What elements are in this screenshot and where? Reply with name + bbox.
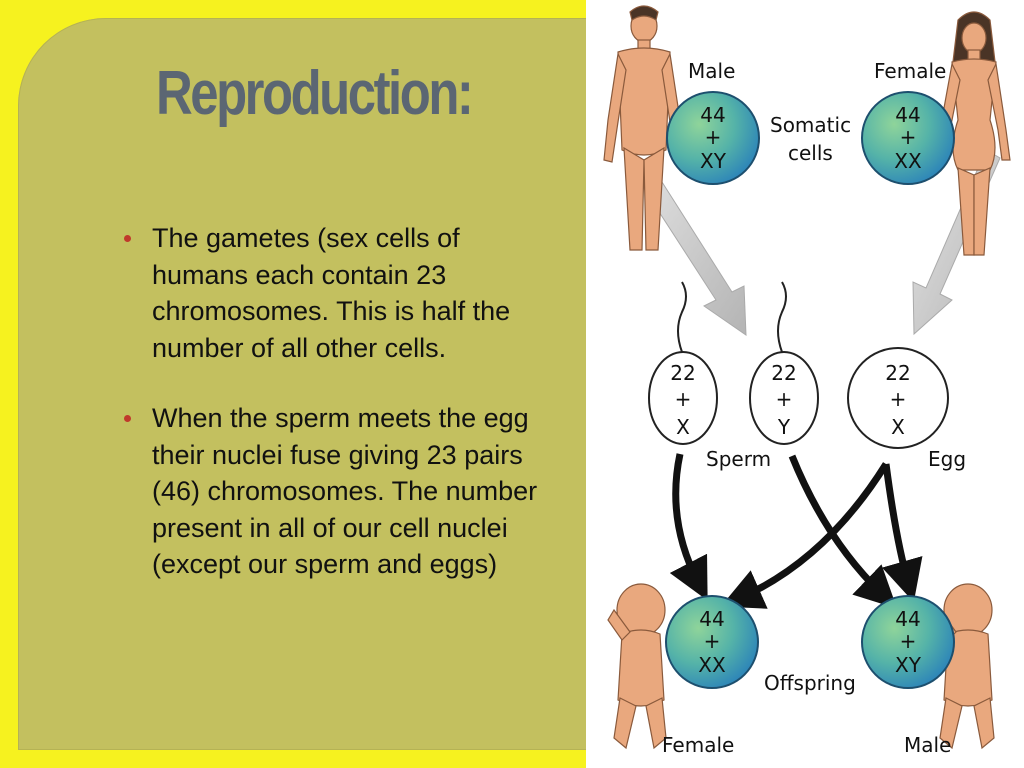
black-arrow-egg-female (720, 462, 889, 609)
cell-text: + (705, 125, 722, 149)
cell-text: XX (894, 149, 922, 173)
sperm-y-cell: 22 + Y (749, 351, 819, 445)
male-somatic-cell: 44 + XY (666, 91, 760, 185)
somatic-label-line2: cells (788, 141, 833, 165)
female-somatic-cell: 44 + XX (861, 91, 955, 185)
cell-text: + (900, 125, 917, 149)
content-panel (18, 18, 618, 750)
cell-text: + (776, 387, 793, 411)
cell-text: 22 (670, 361, 695, 385)
offspring-label: Offspring (764, 671, 856, 695)
somatic-label-line1: Somatic (770, 113, 851, 137)
cell-text: XX (698, 653, 726, 677)
bullet-icon (124, 235, 131, 242)
cell-text: + (900, 629, 917, 653)
cell-text: Y (777, 415, 791, 439)
slide-title: Reproduction: (156, 59, 474, 128)
egg-cell: 22 + X (847, 347, 949, 449)
female-offspring-cell: 44 + XX (665, 595, 759, 689)
male-offspring-label: Male (904, 733, 951, 757)
male-baby-icon (933, 583, 995, 750)
cell-text: + (890, 387, 907, 411)
egg-label: Egg (928, 447, 966, 471)
cell-text: 44 (895, 607, 920, 631)
cell-text: XY (895, 653, 922, 677)
cell-text: 22 (885, 361, 910, 385)
cell-text: + (704, 629, 721, 653)
female-offspring-label: Female (662, 733, 734, 757)
cell-text: 44 (895, 103, 920, 127)
bullet-text: The gametes (sex cells of humans each co… (152, 223, 511, 363)
black-arrow-spermx-female (669, 453, 708, 601)
cell-text: 22 (771, 361, 796, 385)
chromosome-diagram: 44 + XY 44 + XX Male Female Somatic cell… (586, 0, 1024, 768)
bullet-item: When the sperm meets the egg their nucle… (120, 400, 540, 583)
sperm-tail-y (777, 281, 787, 353)
sperm-tail-x (677, 281, 687, 353)
female-baby-icon (607, 583, 667, 750)
cell-text: X (891, 415, 905, 439)
bullet-icon (124, 415, 131, 422)
sperm-label: Sperm (706, 447, 771, 471)
cell-text: 44 (700, 103, 725, 127)
cell-text: + (675, 387, 692, 411)
diagram-svg: 44 + XY 44 + XX Male Female Somatic cell… (603, 5, 1011, 757)
female-parent-label: Female (874, 59, 946, 83)
bullet-text: When the sperm meets the egg their nucle… (152, 403, 538, 579)
male-figure-icon (603, 5, 685, 251)
male-parent-label: Male (688, 59, 735, 83)
cell-text: XY (700, 149, 727, 173)
black-arrow-egg-male (882, 463, 923, 603)
male-offspring-cell: 44 + XY (861, 595, 955, 689)
bullet-item: The gametes (sex cells of humans each co… (120, 220, 540, 366)
bullet-list: The gametes (sex cells of humans each co… (120, 220, 540, 617)
cell-text: X (676, 415, 690, 439)
sperm-x-cell: 22 + X (648, 351, 718, 445)
cell-text: 44 (699, 607, 724, 631)
